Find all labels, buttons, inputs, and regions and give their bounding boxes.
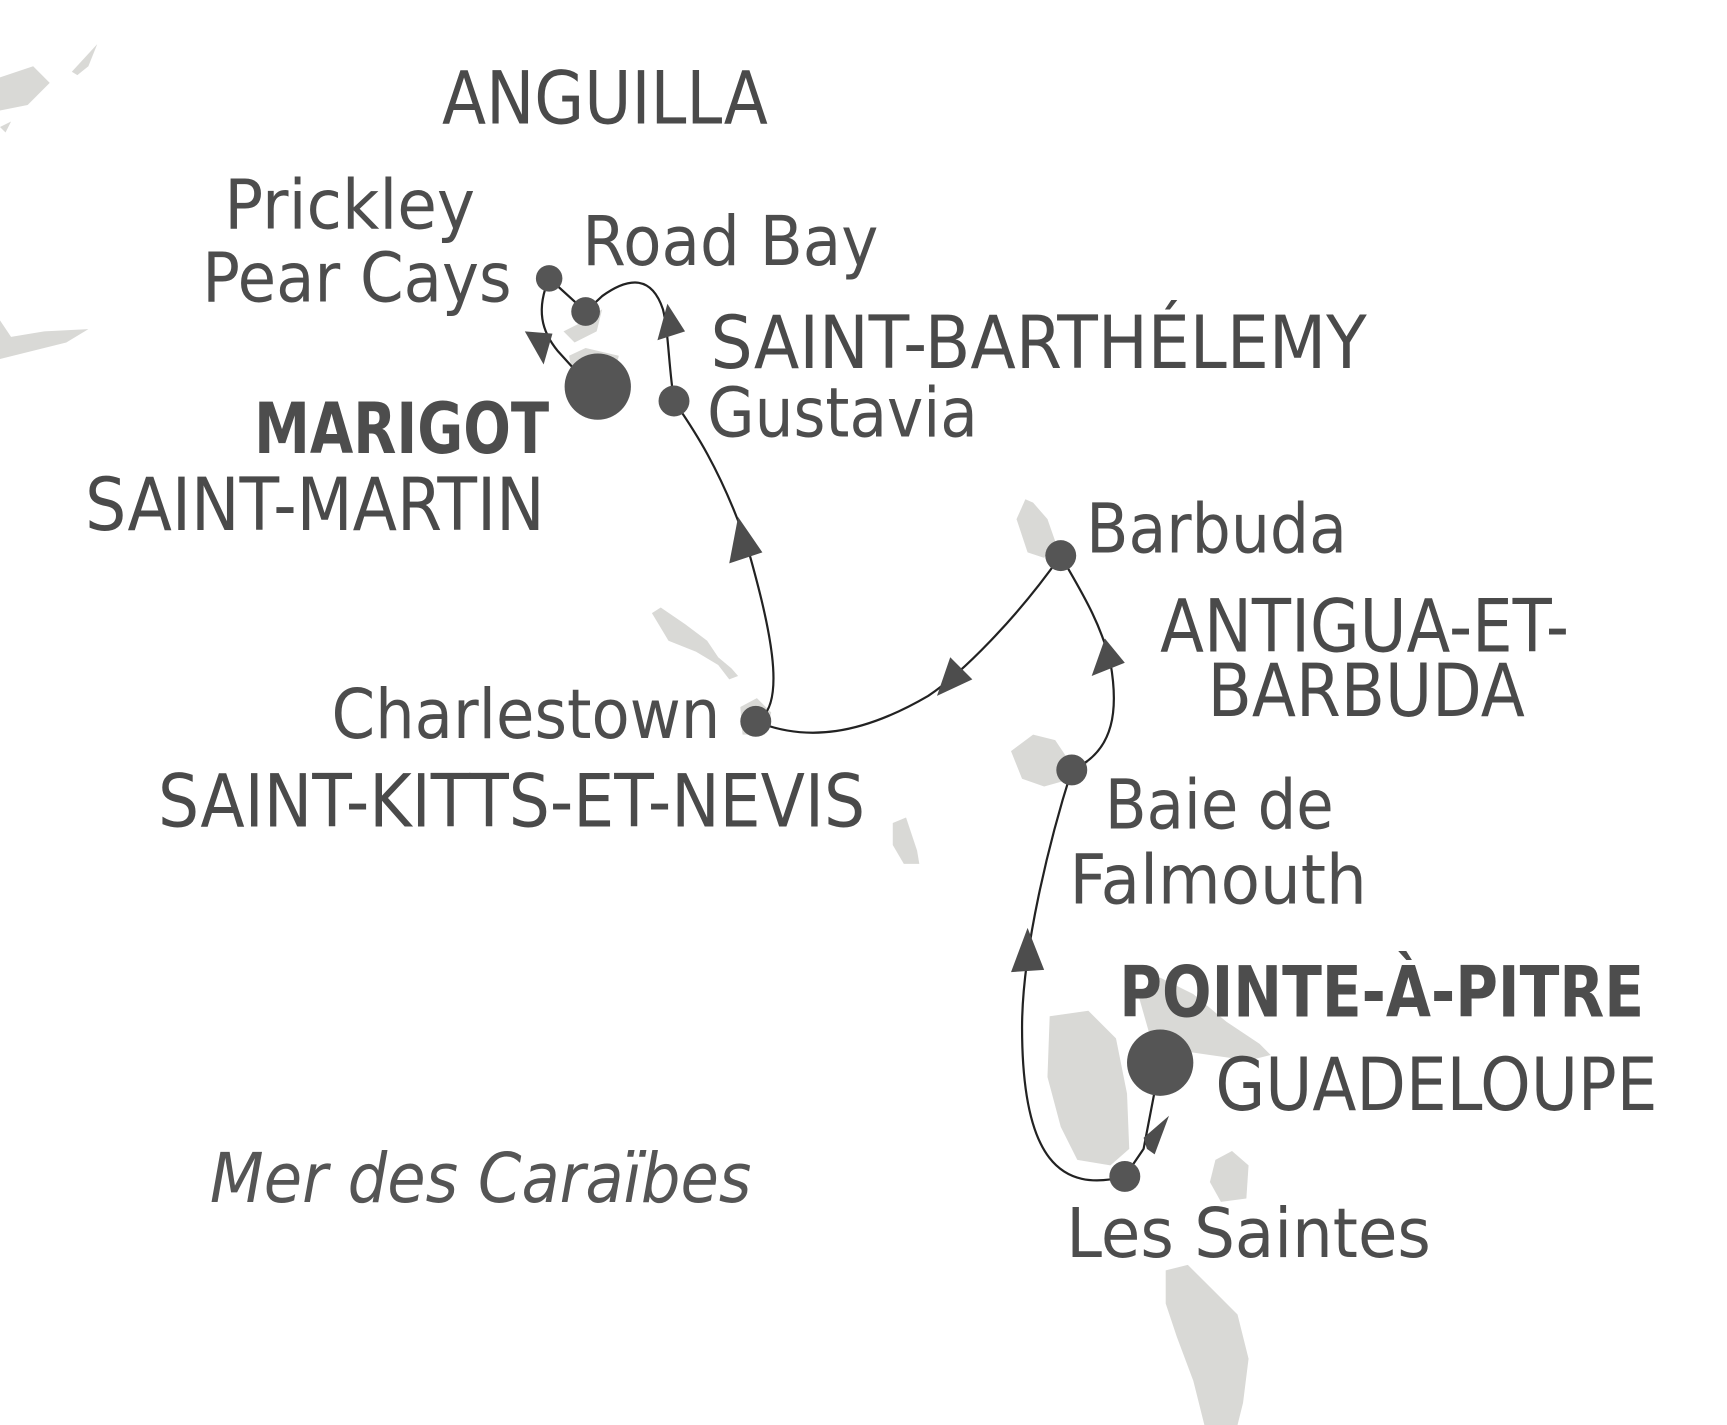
port-label-road-bay: Road Bay xyxy=(582,202,878,282)
port-label-falmouth-line2: Falmouth xyxy=(1070,841,1367,921)
island-virgin-islands-5 xyxy=(0,320,89,360)
port-label-charlestown: Charlestown xyxy=(331,675,720,755)
arrow-icon xyxy=(936,657,973,696)
island-virgin-islands-2 xyxy=(13,68,42,102)
land-masses xyxy=(0,44,1271,1425)
country-label-saint-kitts: SAINT-KITTS-ET-NEVIS xyxy=(158,759,865,844)
route-gustavia-to-road-bay xyxy=(584,281,676,402)
port-label-les-saintes: Les Saintes xyxy=(1066,1194,1431,1274)
port-label-pointe-a-pitre: POINTE-À-PITRE xyxy=(1119,950,1644,1033)
arrow-icon xyxy=(1143,1115,1170,1155)
marker-charlestown[interactable] xyxy=(740,705,772,737)
country-label-saint-barthelemy: SAINT-BARTHÉLEMY xyxy=(710,300,1367,386)
marker-gustavia[interactable] xyxy=(658,385,690,417)
marker-pointe-a-pitre[interactable] xyxy=(1127,1029,1194,1096)
port-labels: Prickley Pear Cays Road Bay Gustavia MAR… xyxy=(202,166,1644,1274)
arrow-icon xyxy=(657,303,686,341)
country-label-antigua-line1: ANTIGUA-ET- xyxy=(1160,585,1569,670)
country-label-saint-martin: SAINT-MARTIN xyxy=(85,463,545,548)
marker-road-bay[interactable] xyxy=(571,297,600,326)
marker-barbuda[interactable] xyxy=(1045,540,1077,572)
port-markers xyxy=(535,265,1194,1192)
country-labels: ANGUILLA SAINT-BARTHÉLEMY SAINT-MARTIN A… xyxy=(85,57,1657,1128)
route-les-saintes-to-falmouth xyxy=(1020,769,1126,1182)
island-virgin-islands-4 xyxy=(0,121,12,133)
sea-label: Mer des Caraïbes xyxy=(210,1139,751,1219)
marker-les-saintes[interactable] xyxy=(1109,1160,1141,1192)
island-saint-kitts xyxy=(651,607,739,680)
arrow-icon xyxy=(524,331,553,365)
arrow-icon xyxy=(1011,927,1045,973)
port-label-falmouth-line1: Baie de xyxy=(1105,765,1334,845)
arrow-icon xyxy=(729,516,763,564)
country-label-anguilla: ANGUILLA xyxy=(442,57,768,142)
country-label-antigua-line2: BARBUDA xyxy=(1208,649,1525,734)
island-montserrat xyxy=(892,817,920,864)
route-barbuda-to-charlestown xyxy=(755,555,1062,734)
marker-marigot[interactable] xyxy=(564,353,631,420)
port-label-gustavia: Gustavia xyxy=(707,373,978,453)
port-label-prickley-line1: Prickley xyxy=(224,166,475,246)
island-virgin-islands-3 xyxy=(71,44,98,76)
island-marie-galante xyxy=(1209,1151,1249,1202)
island-guadeloupe-basse-terre xyxy=(1047,1010,1130,1166)
marker-baie-de-falmouth[interactable] xyxy=(1056,754,1088,786)
country-label-guadeloupe: GUADELOUPE xyxy=(1215,1043,1657,1128)
arrow-icon xyxy=(1091,638,1125,677)
port-label-prickley-line2: Pear Cays xyxy=(202,239,511,319)
port-label-marigot: MARIGOT xyxy=(254,387,549,470)
island-dominica xyxy=(1165,1264,1249,1425)
marker-prickley-pear-cays[interactable] xyxy=(535,265,563,292)
island-barbuda xyxy=(1016,499,1056,558)
port-label-barbuda: Barbuda xyxy=(1086,489,1347,569)
